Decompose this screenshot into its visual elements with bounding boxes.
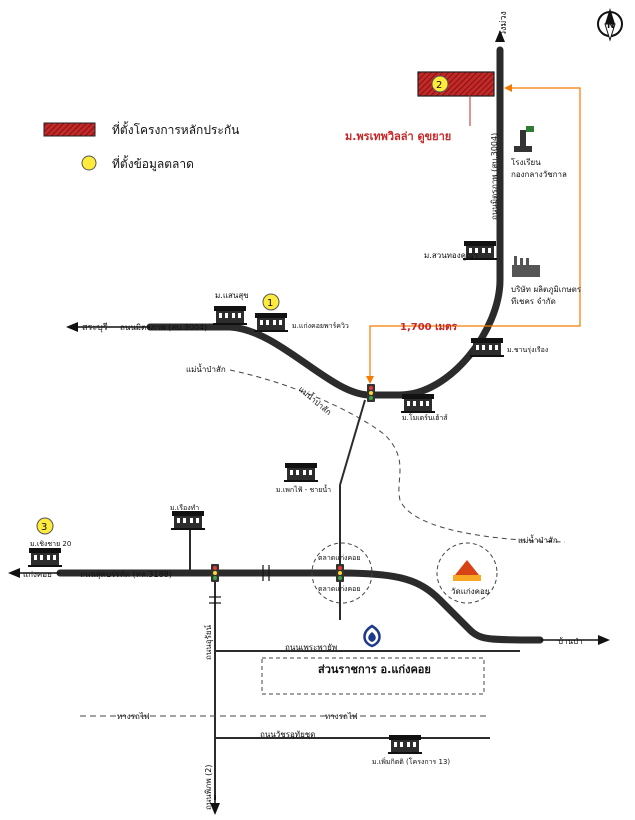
compass-icon: N — [597, 8, 623, 42]
house-icon — [28, 548, 62, 567]
bridge-marks — [209, 565, 270, 604]
road-label-rail-east: ทางรถไฟ — [325, 712, 358, 721]
factory-sub-label: ทีเชคร จำกัด — [511, 297, 556, 306]
project-marker-number: 2 — [436, 80, 442, 91]
factory-icon — [512, 256, 540, 277]
river-label: แม่น้ำป่าสัก — [518, 534, 558, 545]
suraburanahat-road — [56, 569, 544, 644]
house-icon — [470, 338, 504, 357]
legend-market-label: ที่ตั้งข้อมูลตลาด — [112, 155, 194, 172]
rueang-tham-label: ม.เรืองทำ — [170, 504, 199, 512]
market-marker-number: 1 — [267, 298, 273, 309]
road-label-south: ถนนพิภพ (2) — [204, 765, 213, 810]
arrow-east — [598, 635, 610, 645]
road-label-rail-west: ทางรถไฟ — [117, 712, 150, 721]
arrow-west-lower — [8, 568, 20, 578]
project-marker — [431, 75, 449, 93]
road-label-wachira: ถนนวัชรอุทัยชุด — [260, 730, 315, 739]
house-icon — [284, 463, 318, 482]
bottom-village-label: ม.เพิ่มกิตติ (โครงการ 13) — [372, 757, 450, 766]
school-sub-label: กองกลางวัชกาล — [511, 170, 567, 179]
diagonal-road — [339, 399, 366, 486]
temple-label: วัดแก่งคอย — [451, 587, 489, 596]
road-label-mittraphap-horizontal: ถนนมิตรภาพ (สบ.3004) — [120, 323, 207, 332]
secondary-roads — [189, 399, 520, 800]
school-icon — [514, 126, 534, 152]
district-office-label: ส่วนราชการ อ.แก่งคอย — [318, 663, 431, 676]
mittraphap-road — [146, 46, 504, 399]
kaeng-khoi-park-label: ม.แก่งคอยพาร์ควิว — [292, 322, 349, 330]
main-roads — [56, 46, 544, 644]
chai-20-label: ม.เชิงชาย 20 — [30, 540, 71, 548]
market-marker — [36, 517, 54, 535]
house-icon — [171, 511, 205, 530]
ban-kao-label: ม.เพกไฟ้ - ชายน้ำ — [276, 483, 331, 494]
mueang-thong-label: ม.โมเดร์นเฮ้าส์ — [402, 413, 448, 422]
temple-area — [436, 542, 498, 604]
saen-suk-label: ม.แสนสุข — [215, 291, 249, 300]
market-area — [311, 542, 373, 604]
house-icon — [388, 735, 422, 754]
traffic-light-icon — [211, 564, 219, 582]
river-lines — [229, 369, 566, 543]
svg-text:N: N — [607, 21, 615, 31]
traffic-light-icon — [336, 564, 344, 582]
temple-icon — [453, 560, 481, 581]
project-name: ม.พรเทพวิลล่า ดูขยาย — [345, 130, 451, 144]
road-label-saraburi: สระบุรี — [82, 322, 108, 333]
bank-logo-icon — [363, 624, 381, 648]
road-label-kaeng-khoi: แก่งคอย — [23, 570, 52, 579]
legend: ที่ตั้งโครงการหลักประกัน ที่ตั้งข้อมูลตล… — [43, 121, 239, 172]
distance-arrow-icon — [366, 376, 374, 384]
distance-label: 1,700 เมตร — [400, 322, 458, 333]
house-icon — [401, 394, 435, 413]
house-icon — [213, 306, 247, 325]
market-legend-icon — [81, 155, 97, 171]
road-label-mittraphap-vertical: ถนนมิตรภาพ (สบ.3004) — [490, 133, 499, 220]
distance-arrow-icon — [504, 84, 512, 92]
arrow-shafts — [20, 326, 598, 803]
road-label-phrakhao: ถนนเพระพายัพ — [285, 643, 337, 652]
district-office-area — [261, 657, 485, 695]
road-label-ban-pa: บ้านป่า — [558, 637, 583, 646]
road-label-suraburanahat: ถนนสุดบรรทัด (ทล.3188) — [80, 570, 172, 579]
market-marker-number: 3 — [41, 522, 47, 533]
road-label-north: วังม่วง — [499, 11, 509, 36]
arrow-north — [495, 30, 505, 42]
house-icon — [254, 313, 288, 332]
market-marker — [262, 293, 280, 311]
traffic-light-icon — [367, 384, 375, 402]
market-label-top: ตลาดแก่งคอย — [318, 554, 360, 562]
market-label-bottom: ตลาดแก่งคอย — [318, 585, 360, 593]
suan-label: ม.สวนทองคูณา — [424, 251, 478, 261]
road-arrows — [8, 30, 610, 815]
river-label: แม่น้ำป่าสัก — [186, 363, 226, 374]
distance-route — [369, 87, 581, 378]
chan-rueang-label: ม.ชานรุ่งเรือง — [507, 346, 548, 354]
road-label-vertical: ถนนอุรัยน์ — [203, 624, 213, 660]
arrow-west-upper — [66, 322, 78, 332]
project-legend-icon — [43, 122, 96, 137]
school-label: โรงเรียน — [511, 157, 541, 167]
legend-project-label: ที่ตั้งโครงการหลักประกัน — [112, 121, 239, 137]
river-label: แม่น้ำป่าสัก — [297, 383, 335, 417]
project-site — [417, 71, 495, 97]
arrow-south — [210, 803, 220, 815]
river-segment-upper — [229, 369, 566, 543]
factory-label: บริษัท ผลิตภูมิเกษตร — [511, 285, 582, 295]
